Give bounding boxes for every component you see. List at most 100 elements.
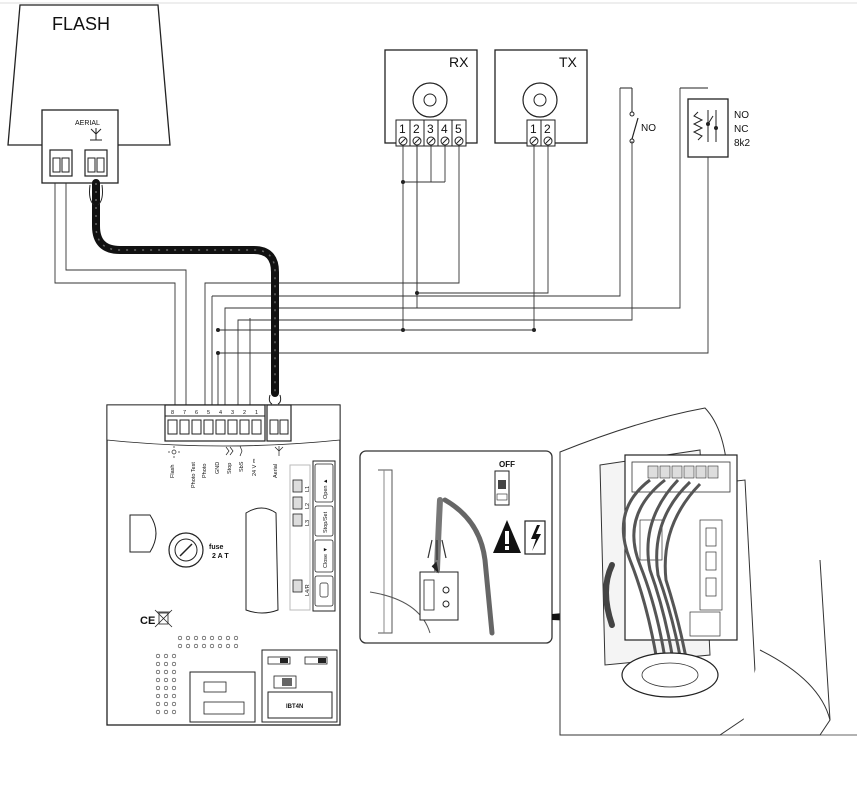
terminal-label: Stop: [227, 463, 233, 474]
vent-dot: [163, 701, 169, 707]
vent-dot: [171, 669, 177, 675]
component-capacitor-left: [129, 514, 157, 553]
board-button-stop-set[interactable]: Stop/Set: [314, 505, 334, 537]
vent-dot: [155, 677, 161, 683]
stop-switch-icon: [239, 445, 243, 457]
switch-no-label: NO: [641, 123, 656, 134]
tx-pin-label: 2: [544, 122, 551, 136]
led-indicators: [292, 479, 303, 593]
vent-dot: [171, 709, 177, 715]
vent-dot: [163, 709, 169, 715]
terminal-label: Photo: [202, 464, 208, 478]
terminal-label: GND: [215, 462, 221, 474]
terminal-label: SbS: [239, 461, 245, 472]
battery-icon: [203, 681, 227, 693]
led-label: L1: [305, 486, 311, 492]
photocell-tx: TX 1 2: [494, 49, 588, 147]
photocell-rx: RX 1 2 3 4 5: [384, 49, 478, 147]
terminal-connector: [419, 571, 459, 621]
vent-dot: [209, 635, 215, 641]
board-button-close[interactable]: Close ▼: [314, 539, 334, 573]
component-capacitor-right: [245, 507, 279, 614]
dip-switch-icon: [304, 656, 328, 665]
terminal-number: 7: [183, 410, 186, 416]
vent-dot: [177, 635, 183, 641]
terminal-number: 1: [255, 410, 258, 416]
vent-dot: [201, 643, 207, 649]
vent-dot: [163, 685, 169, 691]
vent-dot: [233, 643, 239, 649]
vent-dot: [155, 653, 161, 659]
board-button-open[interactable]: Open ▲: [314, 463, 334, 503]
inset-wire-ends: [427, 539, 447, 560]
rx-pin-label: 4: [441, 122, 448, 136]
vent-dot: [155, 701, 161, 707]
tx-title: TX: [559, 54, 578, 70]
terminal-number: 3: [231, 410, 234, 416]
vent-dot: [163, 669, 169, 675]
stop-set-button-label: Stop/Set: [323, 511, 329, 533]
remote-learn-button-icon[interactable]: [314, 575, 334, 607]
aerial-symbol-icon: [90, 128, 102, 141]
vent-dot: [163, 693, 169, 699]
coax-ends-icon: [89, 184, 282, 405]
off-label: OFF: [499, 460, 515, 469]
vent-dot: [171, 701, 177, 707]
rx-pin-label: 5: [455, 122, 462, 136]
safety-edge-contacts-icon: [692, 110, 718, 142]
terminal-number: 4: [219, 410, 222, 416]
vent-dot: [163, 661, 169, 667]
vent-dot: [171, 677, 177, 683]
vent-dot: [155, 669, 161, 675]
vent-dot: [163, 677, 169, 683]
terminal-number: 2: [243, 410, 246, 416]
tx-pin-label: 1: [530, 122, 537, 136]
thin-wires: [54, 88, 709, 405]
flash-aerial-terminal: [84, 149, 108, 177]
vent-dot: [171, 653, 177, 659]
vent-dot: [155, 685, 161, 691]
board-terminal-screws: [167, 419, 262, 435]
vent-dot: [233, 635, 239, 641]
vent-dot: [177, 643, 183, 649]
vent-dot: [155, 693, 161, 699]
flash-lamp-icon: [168, 446, 180, 458]
vent-dot-grid: [155, 653, 177, 715]
inset-cable: [434, 497, 443, 573]
module-label: IBT4N: [286, 704, 303, 710]
photo-terminal-row: [647, 465, 719, 479]
vent-dot: [193, 635, 199, 641]
weee-bin-icon: [154, 609, 173, 628]
control-board: 8 7 6 5 4 3 2 1 Flash Photo Test Photo: [106, 404, 341, 726]
warning-triangle-icon: [493, 520, 521, 553]
arrow-icon: [431, 561, 439, 574]
photo-wire-bundle: [621, 478, 702, 681]
vent-dot: [185, 643, 191, 649]
dip-switch-icon: [267, 656, 291, 665]
terminal-number: 5: [207, 410, 210, 416]
flash-lamp: FLASH AERIAL: [7, 4, 171, 184]
photo-incoming-cable: [603, 562, 615, 628]
rx-pin-label: 2: [413, 122, 420, 136]
battery-compartment: [189, 671, 256, 723]
vent-dot: [209, 643, 215, 649]
aerial-coax-cable: [92, 179, 279, 397]
fuse-value: 2 A T: [212, 553, 229, 560]
breaker-switch-icon: [494, 470, 510, 506]
terminal-label: Photo Test: [191, 462, 197, 488]
fuse-label: fuse: [209, 544, 224, 551]
rx-title: RX: [449, 54, 469, 70]
close-button-label: Close ▼: [323, 547, 329, 568]
open-button-label: Open ▲: [323, 479, 329, 499]
terminal-number: 6: [195, 410, 198, 416]
vent-dot-grid: [177, 635, 239, 649]
junction-dots: [216, 180, 536, 355]
installed-unit-illustration: [559, 407, 857, 736]
led-label: L4/R: [305, 584, 311, 596]
safety-edge-resistor-label: 8k2: [734, 138, 751, 149]
vent-dot: [201, 635, 207, 641]
terminal-label: 24 V ⎓: [252, 458, 258, 476]
led-label: L2: [305, 503, 311, 509]
